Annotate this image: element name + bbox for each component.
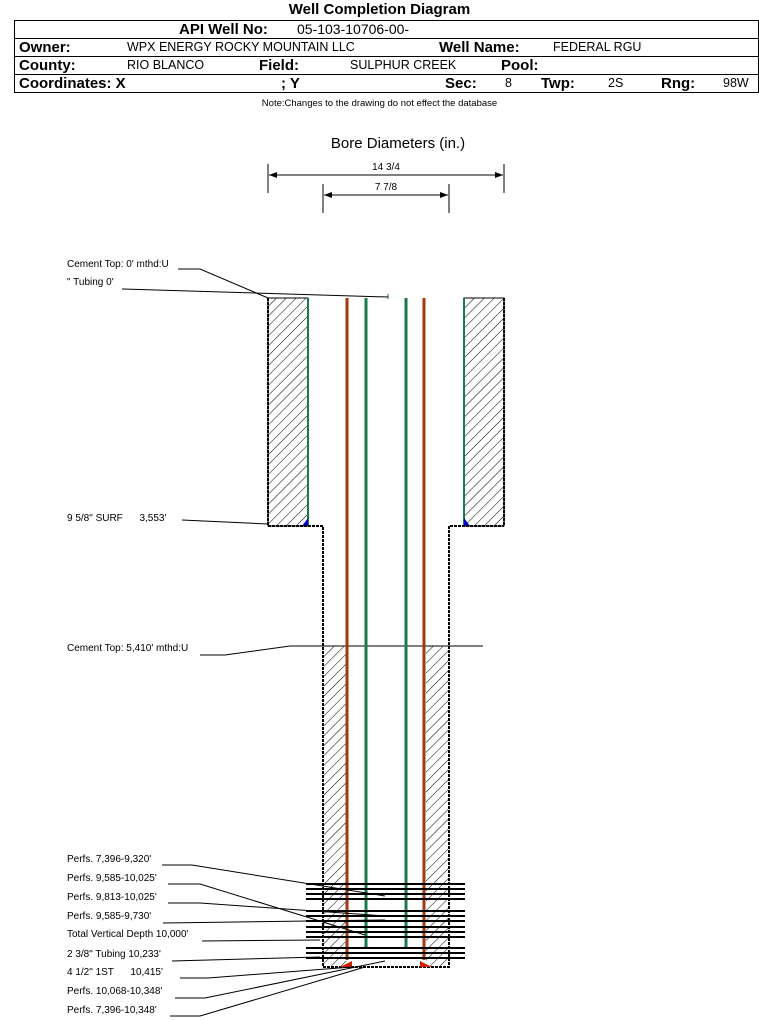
bore-dimension-outer: 14 3/4 — [267, 162, 505, 193]
note-text: Note:Changes to the drawing do not effec… — [261, 98, 498, 109]
coords-label: Coordinates: X — [19, 75, 126, 92]
perforation-bands — [306, 883, 465, 959]
pool-label: Pool: — [501, 57, 539, 74]
label-cement-top-5410: Cement Top: 5,410' mthd:U — [67, 643, 188, 654]
twp-label: Twp: — [541, 75, 575, 92]
county-label: County: — [19, 57, 76, 74]
production-cement-right — [426, 646, 448, 966]
well-info-table: API Well No: 05-103-10706-00- Owner: WPX… — [14, 20, 759, 93]
perf-band-4 — [306, 947, 465, 959]
api-row: API Well No: 05-103-10706-00- — [15, 21, 758, 39]
perf-band-3 — [306, 926, 465, 938]
label-total-vertical-depth: Total Vertical Depth 10,000' — [67, 929, 189, 940]
surface-cement-left — [267, 297, 309, 527]
bore-title: Bore Diameters (in.) — [331, 135, 465, 152]
well-name-label: Well Name: — [439, 39, 520, 56]
label-tubing-0: " Tubing 0' — [67, 277, 114, 288]
label-cement-top-0: Cement Top: 0' mthd:U — [67, 259, 169, 270]
label-production-casing: 4 1/2" 1ST 10,415' — [67, 967, 163, 978]
production-shoe-left — [340, 961, 352, 967]
rng-label: Rng: — [661, 75, 696, 92]
label-tubing-10233: 2 3/8" Tubing 10,233' — [67, 949, 161, 960]
production-shoe-right — [420, 961, 432, 967]
perf-band-1 — [306, 883, 465, 900]
owner-row: Owner: WPX ENERGY ROCKY MOUNTAIN LLC Wel… — [15, 39, 758, 57]
label-perfs-9813-10025: Perfs. 9,813-10,025' — [67, 892, 157, 903]
twp-value: 2S — [608, 76, 624, 90]
coords-y-label: ; Y — [281, 75, 300, 92]
open-hole-outline — [267, 298, 505, 968]
surface-cement-right — [463, 297, 505, 527]
surface-shoe-left — [302, 518, 308, 526]
county-row: County: RIO BLANCO Field: SULPHUR CREEK … — [15, 57, 758, 75]
label-perfs-10068-10348: Perfs. 10,068-10,348' — [67, 986, 162, 997]
label-perfs-9585-10025: Perfs. 9,585-10,025' — [67, 873, 157, 884]
sec-label: Sec: — [445, 75, 477, 92]
bore-dimension-inner: 7 7/8 — [322, 182, 450, 213]
label-perfs-9585-9730: Perfs. 9,585-9,730' — [67, 911, 151, 922]
owner-value: WPX ENERGY ROCKY MOUNTAIN LLC — [127, 40, 355, 54]
sec-value: 8 — [505, 76, 512, 90]
label-perfs-7396-9320: Perfs. 7,396-9,320' — [67, 854, 151, 865]
bore-inner-label: 7 7/8 — [375, 182, 398, 193]
api-label: API Well No: — [179, 21, 268, 38]
field-value: SULPHUR CREEK — [350, 58, 457, 72]
label-surface-casing: 9 5/8" SURF 3,553' — [67, 513, 166, 524]
annotation-labels: Cement Top: 0' mthd:U " Tubing 0' 9 5/8"… — [67, 259, 389, 1017]
county-value: RIO BLANCO — [127, 58, 205, 72]
surface-shoe-right — [464, 518, 470, 526]
rng-value: 98W — [723, 76, 749, 90]
field-label: Field: — [259, 57, 299, 74]
production-cement-left — [324, 646, 346, 966]
owner-label: Owner: — [19, 39, 71, 56]
diagram-title: Well Completion Diagram — [288, 1, 471, 18]
well-name-value: FEDERAL RGU — [553, 40, 642, 54]
bore-outer-label: 14 3/4 — [372, 162, 400, 173]
label-perfs-7396-10348: Perfs. 7,396-10,348' — [67, 1005, 157, 1016]
coords-row: Coordinates: X ; Y Sec: 8 Twp: 2S Rng: 9… — [15, 75, 758, 93]
api-value: 05-103-10706-00- — [297, 21, 410, 37]
